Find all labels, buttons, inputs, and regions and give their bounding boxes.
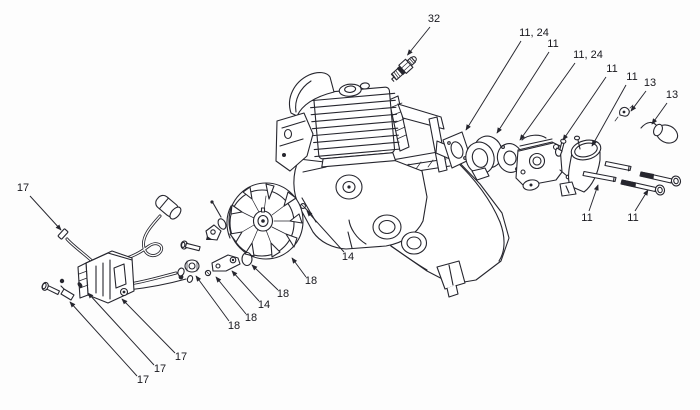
callout-label-11-24-b: 11, 24 [573,49,603,61]
callout-label-18-d: 18 [228,320,240,332]
callout-18-a: 18 [291,257,317,287]
mounting-rod [582,170,617,183]
callout-label-14-a: 14 [342,251,354,263]
callout-label-11-24-a: 11, 24 [519,27,549,39]
spark-plug-boot [155,194,182,220]
callout-11-24-a: 11, 24 [465,27,549,131]
callout-label-17-d: 17 [137,374,149,386]
callout-13-b: 13 [651,89,678,125]
callout-14-a: 14 [306,210,354,263]
callout-18-d: 18 [195,275,240,332]
callout-17-a: 17 [17,182,62,231]
callout-label-18-c: 18 [245,312,257,324]
coil-mount-hardware [41,278,83,301]
callout-17-b: 17 [121,298,187,363]
callout-11-d: 11 [581,184,599,224]
callout-label-32: 32 [428,13,440,25]
callout-label-11-e: 11 [627,212,638,224]
flywheel-nut [178,259,200,280]
callout-18-c: 18 [215,276,257,324]
muffler-bracket [275,112,314,172]
callout-11-c: 11 [591,71,638,147]
cylinder [309,82,401,168]
callout-label-11-c: 11 [626,71,637,83]
callout-label-11-b: 11 [606,63,617,75]
callout-18-b: 18 [251,264,289,300]
callout-17-c: 17 [87,292,166,375]
callout-label-18-a: 18 [305,275,317,287]
cooling-shroud [289,72,335,117]
callout-label-17-b: 17 [175,351,187,363]
callout-32: 32 [407,13,440,56]
callout-11-a: 11 [496,38,559,134]
spark-plug [390,56,417,82]
callout-label-11-d: 11 [581,212,592,224]
callout-label-18-b: 18 [277,288,289,300]
choke-lever [614,104,634,122]
flywheel [226,182,304,260]
choke-knob [640,121,679,144]
starter-pawl [205,224,222,241]
flywheel-screw [180,240,201,252]
mounting-pin [604,160,632,172]
callout-label-17-c: 17 [154,363,166,375]
callout-label-17-a: 17 [17,182,29,194]
mounting-bolt [639,171,682,187]
callout-label-13-a: 13 [644,77,656,89]
callout-11-b: 11 [562,63,618,141]
callout-label-11-a: 11 [547,38,558,50]
callout-17-d: 17 [69,301,149,386]
pawl-spring-loop [217,218,227,230]
mounting-bolt-2 [620,179,666,196]
ignition-coil [77,250,135,304]
o-ring [241,251,253,267]
wire-terminal [57,228,69,240]
crankcase [293,158,428,255]
callout-11-e: 11 [627,189,649,224]
pawl-pin [210,200,222,218]
callout-14-b: 14 [231,270,270,311]
pawl-bracket [204,254,241,277]
ignition-wires [57,214,194,291]
intake-flange [465,135,503,181]
callout-label-13-b: 13 [666,89,678,101]
callout-label-14-b: 14 [258,299,270,311]
callout-13-a: 13 [630,77,656,112]
callout-11-24-b: 11, 24 [519,49,603,141]
air-filter-base [555,135,602,197]
